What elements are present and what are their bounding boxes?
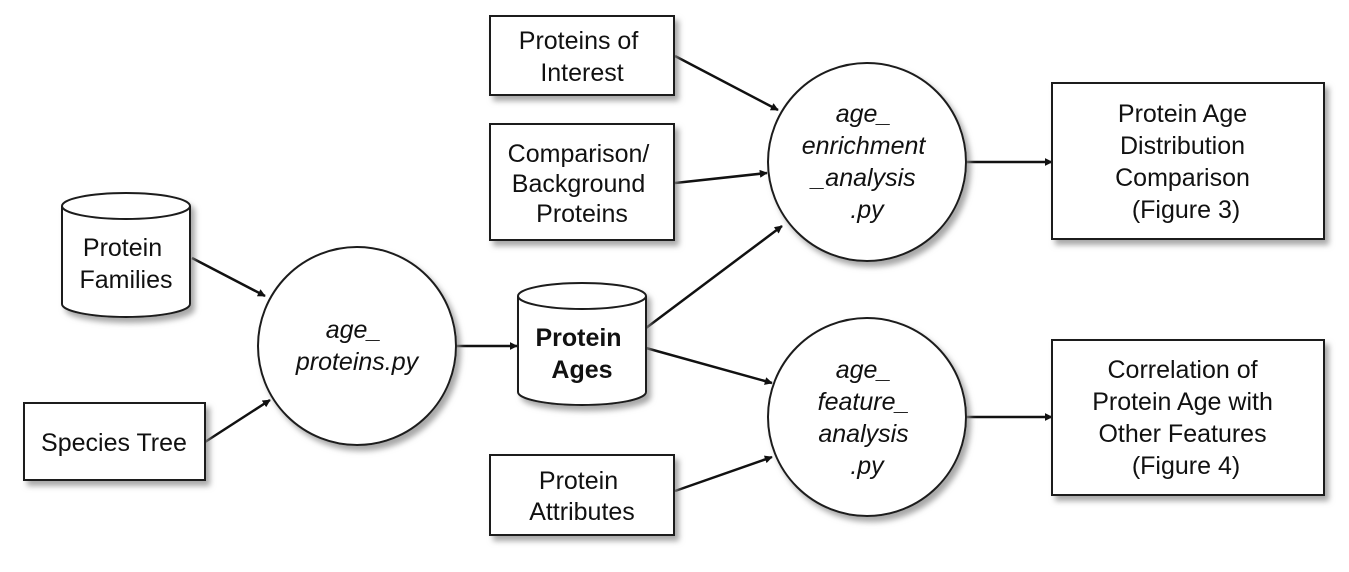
comparison-background-line-1: Comparison/	[508, 140, 650, 168]
protein-attributes-label: Protein Attributes	[529, 467, 635, 526]
protein-attributes-line-2: Attributes	[529, 498, 635, 526]
comparison-background-box	[489, 123, 675, 241]
age-enrichment-analysis-line-3: _analysis	[809, 164, 915, 192]
age-feature-analysis-line-4: .py	[850, 452, 885, 480]
age-proteins-line-1: age_	[326, 316, 382, 344]
distribution-comparison-label: Protein Age Distribution Comparison (Fig…	[1115, 100, 1257, 224]
correlation-features-line-1: Correlation of	[1107, 356, 1257, 384]
age-enrichment-analysis-line-4: .py	[850, 196, 885, 224]
protein-ages-line-1: Protein	[535, 324, 621, 352]
age-feature-analysis-line-2: feature_	[818, 388, 910, 416]
proteins-of-interest-line-1: Proteins of	[519, 27, 639, 55]
age-proteins-line-2: proteins.py	[295, 348, 420, 376]
age-enrichment-analysis-line-2: enrichment	[802, 132, 927, 160]
comparison-background-line-2: Background	[512, 170, 645, 198]
age-feature-analysis-line-3: analysis	[818, 420, 908, 448]
edge-protein-ages-to-feature	[645, 346, 773, 385]
distribution-comparison-line-4: (Figure 3)	[1132, 196, 1240, 224]
age-proteins-label: age_ proteins.py	[295, 316, 420, 376]
proteins-of-interest-line-2: Interest	[540, 59, 623, 87]
age-proteins-process	[257, 246, 457, 446]
distribution-comparison-line-1: Protein Age	[1118, 100, 1247, 128]
edge-families-to-age-proteins	[191, 256, 266, 298]
protein-attributes-line-1: Protein	[539, 467, 618, 495]
proteins-of-interest-label: Proteins of Interest	[519, 27, 645, 87]
protein-ages-database	[517, 282, 647, 406]
protein-ages-line-2: Ages	[551, 356, 612, 384]
correlation-features-line-4: (Figure 4)	[1132, 452, 1240, 480]
protein-families-line-2: Families	[79, 266, 172, 294]
edge-species-tree-to-age-proteins	[204, 398, 271, 444]
correlation-features-line-2: Protein Age with	[1092, 388, 1273, 416]
age-enrichment-analysis-label: age_ enrichment _analysis .py	[802, 100, 933, 224]
age-enrichment-analysis-process	[767, 62, 967, 262]
comparison-background-label: Comparison/ Background Proteins	[508, 140, 657, 228]
age-feature-analysis-process	[767, 317, 967, 517]
correlation-features-label: Correlation of Protein Age with Other Fe…	[1092, 356, 1280, 480]
edge-interest-to-enrichment	[674, 54, 779, 112]
species-tree-label: Species Tree	[41, 429, 187, 457]
edge-comparison-to-enrichment	[674, 169, 768, 185]
species-tree-line-1: Species Tree	[41, 429, 187, 457]
edges	[191, 54, 1053, 493]
distribution-comparison-box	[1051, 82, 1325, 240]
correlation-features-line-3: Other Features	[1098, 420, 1266, 448]
species-tree-box	[23, 402, 206, 481]
proteins-of-interest-box	[489, 15, 675, 96]
age-feature-analysis-line-1: age_	[836, 356, 892, 384]
protein-ages-label: Protein Ages	[535, 324, 628, 384]
age-enrichment-analysis-line-1: age_	[836, 100, 892, 128]
edge-attributes-to-feature	[674, 455, 773, 493]
distribution-comparison-line-2: Distribution	[1120, 132, 1245, 160]
protein-families-label: Protein Families	[79, 234, 172, 294]
comparison-background-line-3: Proteins	[536, 200, 628, 228]
edge-protein-ages-to-enrichment	[645, 225, 783, 329]
protein-families-line-1: Protein	[83, 234, 162, 262]
protein-attributes-box	[489, 454, 675, 536]
correlation-features-box	[1051, 339, 1325, 496]
protein-families-database	[61, 192, 191, 318]
distribution-comparison-line-3: Comparison	[1115, 164, 1250, 192]
age-feature-analysis-label: age_ feature_ analysis .py	[818, 356, 917, 480]
